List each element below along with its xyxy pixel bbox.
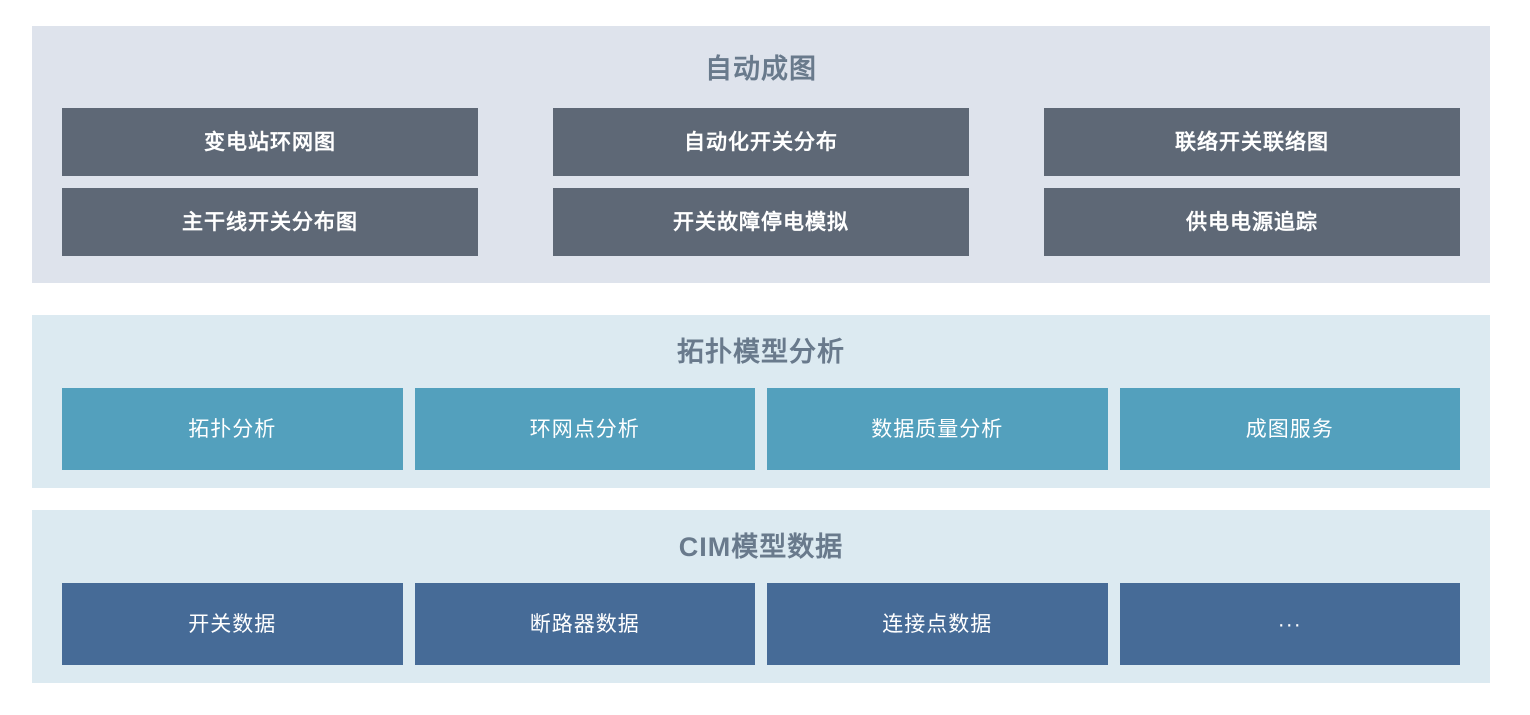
button-connectivity-node-data[interactable]: 连接点数据 — [767, 583, 1108, 665]
button-label: 连接点数据 — [882, 612, 993, 636]
auto-mapping-row-2: 主干线开关分布图 开关故障停电模拟 供电电源追踪 — [62, 188, 1460, 256]
ellipsis-label: ··· — [1277, 612, 1302, 636]
button-more-ellipsis[interactable]: ··· — [1119, 583, 1460, 665]
button-label: 拓扑分析 — [188, 417, 277, 441]
button-automation-switch-distribution[interactable]: 自动化开关分布 — [553, 108, 969, 176]
cim-model-data-row: 开关数据 断路器数据 连接点数据 ··· — [62, 583, 1460, 665]
button-trunk-line-switch-distribution-diagram[interactable]: 主干线开关分布图 — [62, 188, 478, 256]
panel-title-cim-model-data: CIM模型数据 — [678, 532, 844, 562]
button-label: 联络开关联络图 — [1175, 130, 1329, 154]
button-switch-fault-outage-simulation[interactable]: 开关故障停电模拟 — [553, 188, 969, 256]
button-label: 成图服务 — [1245, 417, 1334, 441]
button-power-supply-source-tracing[interactable]: 供电电源追踪 — [1044, 188, 1460, 256]
button-circuit-breaker-data[interactable]: 断路器数据 — [414, 583, 755, 665]
button-ring-network-point-analysis[interactable]: 环网点分析 — [414, 388, 755, 470]
button-tie-switch-connection-diagram[interactable]: 联络开关联络图 — [1044, 108, 1460, 176]
panel-auto-mapping: 自动成图 变电站环网图 自动化开关分布 联络开关联络图 主干线开关分布图 开关故… — [32, 26, 1490, 283]
button-label: 数据质量分析 — [871, 417, 1004, 441]
button-substation-ring-network-diagram[interactable]: 变电站环网图 — [62, 108, 478, 176]
button-topology-analysis[interactable]: 拓扑分析 — [62, 388, 403, 470]
auto-mapping-row-1: 变电站环网图 自动化开关分布 联络开关联络图 — [62, 108, 1460, 176]
panel-title-topology-analysis: 拓扑模型分析 — [677, 337, 845, 367]
button-label: 开关数据 — [188, 612, 277, 636]
button-label: 断路器数据 — [529, 612, 640, 636]
button-switch-data[interactable]: 开关数据 — [62, 583, 403, 665]
topology-analysis-row: 拓扑分析 环网点分析 数据质量分析 成图服务 — [62, 388, 1460, 470]
button-label: 环网点分析 — [529, 417, 640, 441]
button-data-quality-analysis[interactable]: 数据质量分析 — [767, 388, 1108, 470]
button-label: 自动化开关分布 — [684, 130, 838, 154]
button-label: 开关故障停电模拟 — [673, 210, 849, 234]
panel-topology-analysis: 拓扑模型分析 拓扑分析 环网点分析 数据质量分析 成图服务 — [32, 315, 1490, 488]
architecture-diagram: 自动成图 变电站环网图 自动化开关分布 联络开关联络图 主干线开关分布图 开关故… — [32, 26, 1490, 683]
button-label: 主干线开关分布图 — [182, 210, 358, 234]
button-label: 供电电源追踪 — [1186, 210, 1318, 234]
button-mapping-service[interactable]: 成图服务 — [1119, 388, 1460, 470]
panel-cim-model-data: CIM模型数据 开关数据 断路器数据 连接点数据 ··· — [32, 510, 1490, 683]
panel-title-auto-mapping: 自动成图 — [705, 54, 817, 84]
button-label: 变电站环网图 — [204, 130, 336, 154]
